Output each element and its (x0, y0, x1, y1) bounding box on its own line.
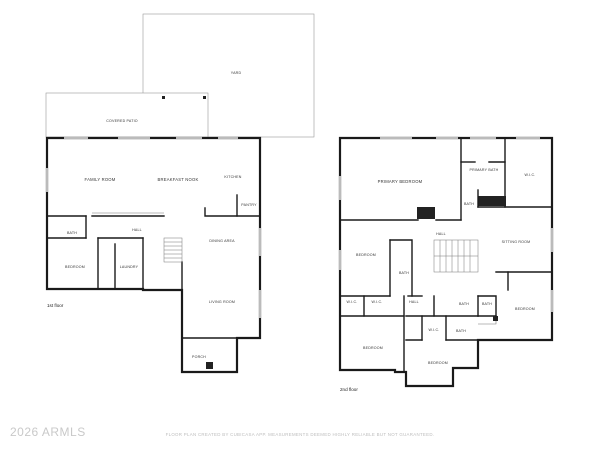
first-floor-plan: FAMILY ROOM BREAKFAST NOOK KITCHEN PANTR… (45, 136, 262, 374)
wic-label-b: W.I.C. (372, 300, 383, 304)
hall-label-2b: HALL (409, 300, 419, 304)
wic-primary-label: W.I.C. (525, 173, 536, 177)
bedroom-label-2: BEDROOM (356, 253, 376, 257)
second-floor-plan: PRIMARY BEDROOM PRIMARY BATH W.I.C. BATH… (338, 136, 554, 392)
bath-label-4: BATH (482, 302, 492, 306)
laundry-label: LAUNDRY (120, 265, 139, 269)
bedroom-label-4: BEDROOM (363, 346, 383, 350)
bedroom-label-1: BEDROOM (65, 265, 85, 269)
family-room-label: FAMILY ROOM (85, 177, 116, 182)
yard-label: YARD (231, 71, 242, 75)
primary-bedroom-label: PRIMARY BEDROOM (378, 179, 423, 184)
bath-label-3: BATH (459, 302, 469, 306)
second-floor-label: 2nd floor (340, 387, 358, 392)
first-floor-stairs (163, 237, 183, 263)
wic-label-c: W.I.C. (429, 328, 440, 332)
kitchen-label: KITCHEN (224, 175, 241, 179)
bedroom-label-3: BEDROOM (515, 307, 535, 311)
breakfast-nook-label: BREAKFAST NOOK (158, 177, 199, 182)
hall-label-2: HALL (436, 232, 446, 236)
covered-patio-area: COVERED PATIO (45, 92, 209, 138)
bath-label-5: BATH (456, 329, 466, 333)
dining-area-label: DINING AREA (209, 239, 235, 243)
bath-primary-small-label: BATH (464, 202, 474, 206)
bedroom-label-5: BEDROOM (428, 361, 448, 365)
porch-label: PORCH (192, 355, 206, 359)
hall-label-1: HALL (132, 228, 142, 232)
primary-bath-label: PRIMARY BATH (470, 168, 499, 172)
wic-label-a: W.I.C. (347, 300, 358, 304)
second-floor-stairs (433, 239, 479, 273)
covered-patio-label: COVERED PATIO (106, 119, 138, 123)
living-room-label: LIVING ROOM (209, 300, 235, 304)
disclaimer-text: FLOOR PLAN CREATED BY CUBICASA APP. MEAS… (166, 432, 435, 437)
bath-label-1: BATH (67, 231, 77, 235)
first-floor-label: 1st floor (47, 303, 64, 308)
sitting-room-label: SITTING ROOM (502, 240, 531, 244)
bath-label-2: BATH (399, 271, 409, 275)
pantry-label: PANTRY (241, 203, 257, 207)
copyright-watermark: 2026 ARMLS (10, 425, 86, 439)
